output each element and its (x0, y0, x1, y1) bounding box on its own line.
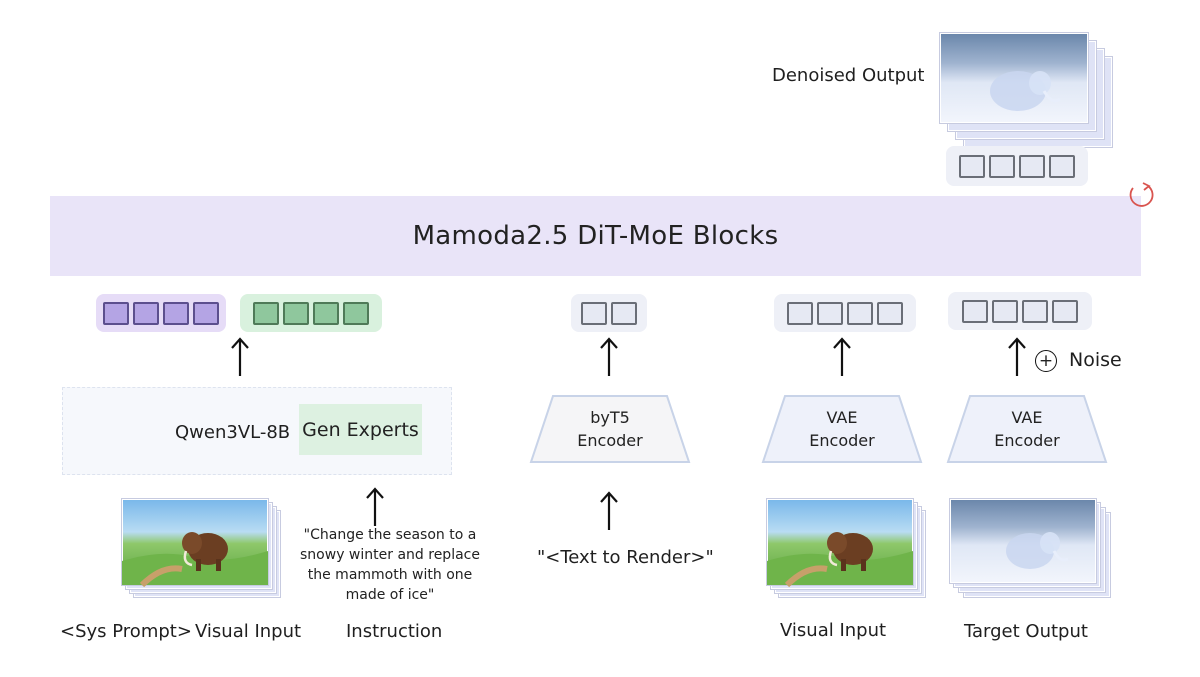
mammoth-icon (767, 532, 913, 588)
token (343, 301, 369, 325)
up-arrow-icon (231, 337, 249, 376)
token (1049, 154, 1075, 178)
token (283, 301, 309, 325)
vae-target-tokens (948, 292, 1092, 330)
token (989, 154, 1015, 178)
token (103, 301, 129, 325)
token (959, 154, 985, 178)
byt5-line-1: byT5 (590, 408, 630, 427)
token (847, 301, 873, 325)
byt5-encoder-label: byT5 Encoder (529, 406, 691, 452)
dit-moe-blocks: Mamoda2.5 DiT-MoE Blocks (50, 196, 1141, 276)
token (992, 299, 1018, 323)
vae-encoder-label: VAE Encoder (761, 406, 923, 452)
plus-circle-icon: + (1035, 350, 1057, 372)
token (133, 301, 159, 325)
target-output-label: Target Output (964, 621, 1088, 642)
ice-mammoth-icon (990, 71, 1061, 111)
up-arrow-icon (366, 487, 384, 526)
vae-visual-tokens (774, 294, 916, 332)
token (193, 301, 219, 325)
visual-input-label-2: Visual Input (780, 620, 887, 641)
token (581, 301, 607, 325)
sys-prompt-label: <Sys Prompt> (60, 621, 192, 642)
visual-input-label: Visual Input (195, 621, 302, 642)
vae-target-line-1: VAE (1011, 408, 1043, 427)
vae-line-1: VAE (826, 408, 858, 427)
token (787, 301, 813, 325)
text-to-render: "<Text to Render>" (537, 547, 714, 568)
denoised-output-label: Denoised Output (772, 65, 925, 86)
byt5-encoder-shape (529, 395, 691, 463)
gen-experts-box: Gen Experts (299, 404, 422, 455)
token (1052, 299, 1078, 323)
token (163, 301, 189, 325)
vae-target-line-2: Encoder (994, 431, 1060, 450)
token (877, 301, 903, 325)
token (611, 301, 637, 325)
token (1019, 154, 1045, 178)
token (817, 301, 843, 325)
noise-label: Noise (1069, 349, 1122, 371)
byt5-line-2: Encoder (577, 431, 643, 450)
token (1022, 299, 1048, 323)
gen-expert-tokens (240, 294, 382, 332)
instruction-label: Instruction (346, 621, 443, 642)
vae-encoder-shape (761, 395, 923, 463)
up-arrow-icon (1008, 337, 1026, 376)
up-arrow-icon (600, 337, 618, 376)
vae-encoder-target-shape (946, 395, 1108, 463)
vae-line-2: Encoder (809, 431, 875, 450)
up-arrow-icon (833, 337, 851, 376)
sys-prompt-tokens (96, 294, 226, 332)
byt5-tokens (571, 294, 647, 332)
ice-mammoth-icon (1006, 532, 1069, 569)
plus-symbol: + (1038, 350, 1054, 371)
token (962, 299, 988, 323)
qwen-label: Qwen3VL-8B (175, 422, 291, 443)
token (313, 301, 339, 325)
instruction-text: "Change the season to a snowy winter and… (300, 527, 480, 603)
output-tokens (946, 146, 1088, 186)
up-arrow-icon (600, 491, 618, 530)
token (253, 301, 279, 325)
loop-arrow-icon (1129, 182, 1154, 207)
vae-encoder-target-label: VAE Encoder (946, 406, 1108, 452)
mammoth-icon (122, 532, 268, 588)
